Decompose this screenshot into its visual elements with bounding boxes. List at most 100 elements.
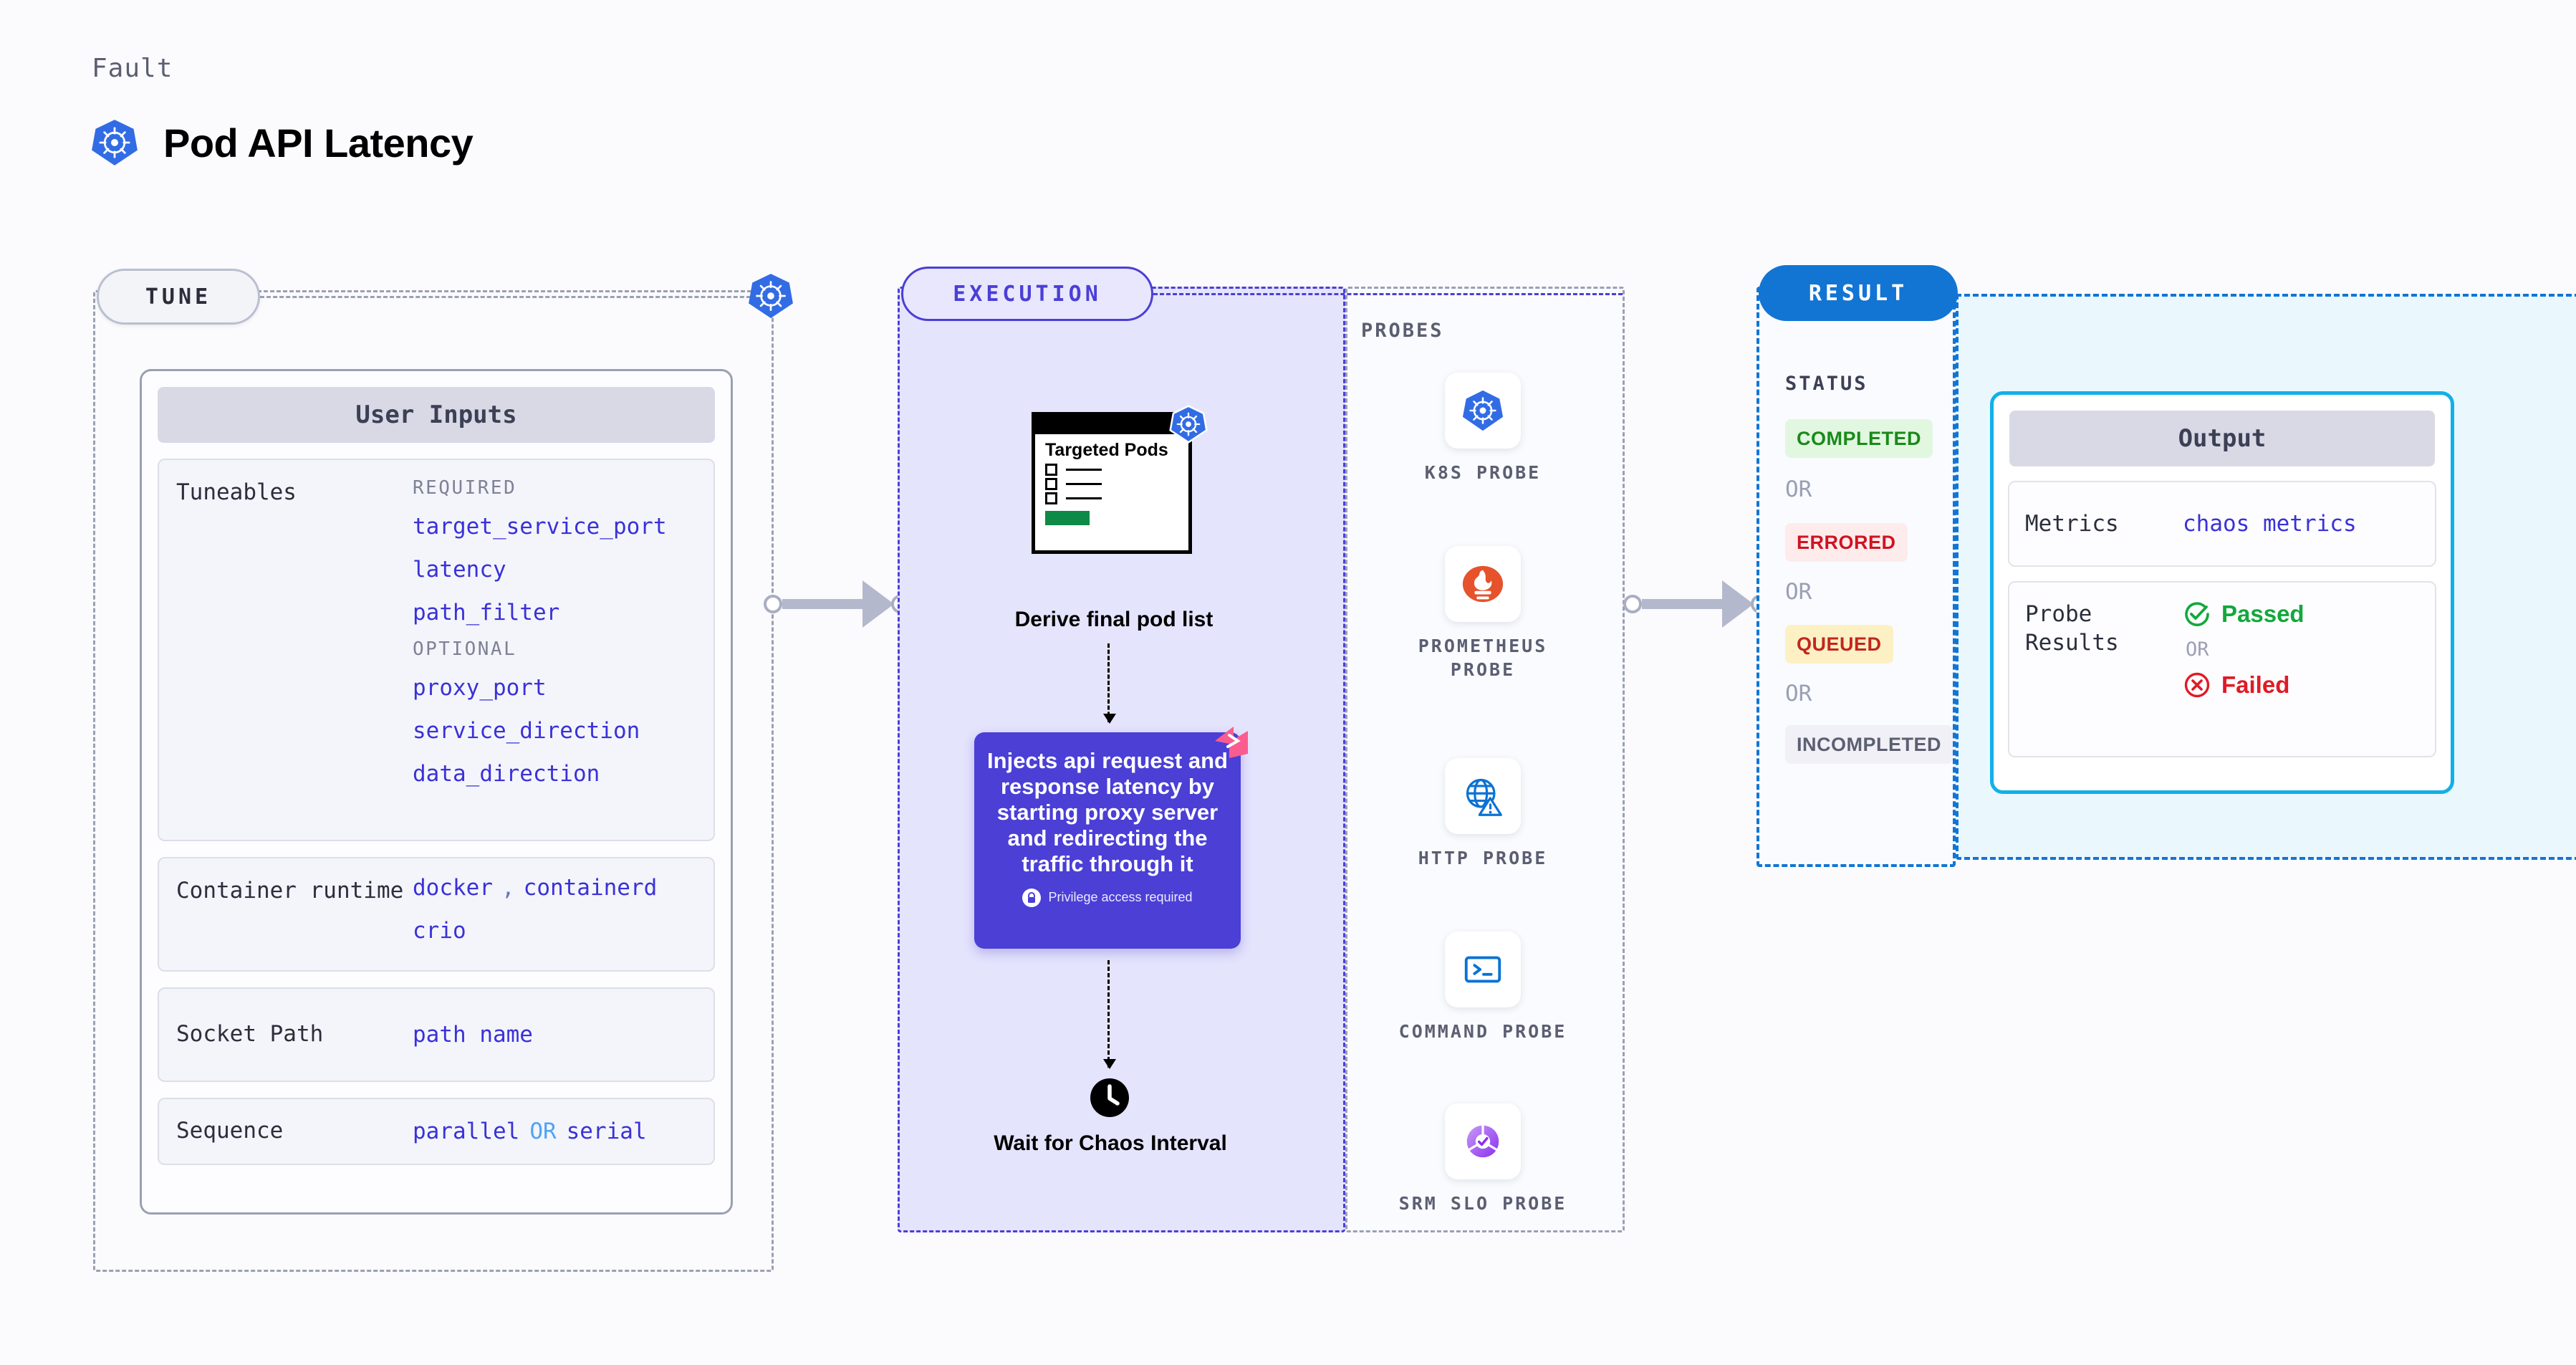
connector-dot <box>1623 595 1642 613</box>
probe-k8s[interactable]: K8S PROBE <box>1383 373 1583 485</box>
probe-results-values: Passed OR Failed <box>2183 600 2305 739</box>
kubernetes-icon <box>1462 390 1504 431</box>
probe-label: SRM SLO PROBE <box>1398 1193 1567 1214</box>
list-item <box>1035 490 1188 504</box>
container-runtime-values: docker , containerd crio <box>413 877 657 952</box>
runtime-docker[interactable]: docker <box>413 875 493 901</box>
probe-results-label: Probe Results <box>2025 601 2119 656</box>
clock-icon <box>1090 1078 1129 1117</box>
connector-arrowhead <box>862 580 894 628</box>
container-runtime-label: Container runtime <box>176 878 404 904</box>
probe-prometheus[interactable]: PROMETHEUS PROBE <box>1383 546 1583 681</box>
checkbox-icon <box>1045 478 1057 490</box>
probe-label: K8S PROBE <box>1424 462 1542 483</box>
lock-icon <box>1022 888 1042 907</box>
connector-execution-to-result <box>1623 580 1769 628</box>
flow-arrow <box>1103 643 1116 724</box>
probe-result-failed: Failed <box>2183 671 2305 699</box>
execution-pill[interactable]: EXECUTION <box>901 267 1153 321</box>
tuneable-service-direction[interactable]: service_direction <box>413 718 640 744</box>
kubernetes-icon <box>92 120 138 166</box>
connector-tune-to-execution <box>764 580 910 628</box>
runtime-crio[interactable]: crio <box>413 918 466 944</box>
list-item <box>1035 461 1188 476</box>
probe-label: HTTP PROBE <box>1418 848 1548 868</box>
tuneables-values: REQUIRED target_service_port latency pat… <box>413 479 667 821</box>
metrics-value[interactable]: chaos metrics <box>2183 511 2357 537</box>
tune-connector-line <box>260 296 770 298</box>
sequence-parallel[interactable]: parallel <box>413 1118 520 1144</box>
sequence-serial[interactable]: serial <box>566 1118 647 1144</box>
required-heading: REQUIRED <box>413 477 517 499</box>
sequence-values: parallel OR serial <box>413 1118 647 1144</box>
tune-pill[interactable]: TUNE <box>97 269 260 325</box>
inject-card-text: Injects api request and response latency… <box>987 748 1228 876</box>
kubernetes-icon <box>1169 405 1208 444</box>
connector-dot <box>764 595 782 613</box>
status-badge-incompleted: INCOMPLETED <box>1785 725 1953 764</box>
http-globe-warning-icon <box>1466 778 1502 816</box>
list-line <box>1066 497 1102 499</box>
probe-tile <box>1445 546 1521 622</box>
connector-bar <box>1642 599 1722 609</box>
page-title-text: Pod API Latency <box>163 120 474 166</box>
metrics-label: Metrics <box>2025 510 2119 537</box>
tuneable-proxy-port[interactable]: proxy_port <box>413 675 547 701</box>
user-inputs-title: User Inputs <box>158 387 715 443</box>
tuneable-target-service-port[interactable]: target_service_port <box>413 514 667 540</box>
probe-results-row: Probe Results Passed OR Failed <box>2008 581 2436 757</box>
tuneables-row: Tuneables REQUIRED target_service_port l… <box>158 459 715 841</box>
output-card: Output Metrics chaos metrics Probe Resul… <box>1990 391 2454 794</box>
list-line <box>1066 483 1102 485</box>
probe-tile <box>1445 1103 1521 1179</box>
sequence-or: OR <box>529 1118 557 1144</box>
derive-pod-list-label: Derive final pod list <box>1014 608 1213 631</box>
status-or: OR <box>1785 681 1812 707</box>
failed-label: Failed <box>2221 671 2290 698</box>
probe-tile <box>1445 373 1521 449</box>
probe-tile <box>1445 931 1521 1007</box>
container-runtime-row: Container runtime docker , containerd cr… <box>158 857 715 972</box>
status-or: OR <box>1785 476 1812 502</box>
tuneable-latency[interactable]: latency <box>413 557 506 583</box>
harness-icon <box>1215 727 1248 758</box>
connector-bar <box>782 599 862 609</box>
socket-path-label: Socket Path <box>176 1021 324 1048</box>
socket-path-row: Socket Path path name <box>158 987 715 1082</box>
probes-title: PROBES <box>1361 320 1444 342</box>
runtime-separator: , <box>501 875 515 901</box>
execution-connector-line <box>1153 293 1623 295</box>
terminal-icon <box>1464 956 1501 983</box>
result-column <box>1756 287 1956 867</box>
output-title: Output <box>2009 411 2435 466</box>
tuneable-data-direction[interactable]: data_direction <box>413 761 600 787</box>
tune-column <box>93 290 774 1272</box>
runtime-containerd[interactable]: containerd <box>523 875 658 901</box>
optional-heading: OPTIONAL <box>413 638 517 660</box>
fault-kicker: Fault <box>92 54 173 83</box>
probe-command[interactable]: COMMAND PROBE <box>1383 931 1583 1044</box>
checkbox-icon <box>1045 492 1057 504</box>
probe-http[interactable]: HTTP PROBE <box>1383 758 1583 871</box>
privilege-note: Privilege access required <box>987 888 1228 907</box>
status-or: OR <box>1785 579 1812 605</box>
targeted-pods-title: Targeted Pods <box>1045 440 1168 460</box>
result-pill[interactable]: RESULT <box>1759 265 1958 321</box>
probe-srm-slo[interactable]: SRM SLO PROBE <box>1383 1103 1583 1216</box>
passed-label: Passed <box>2221 600 2305 627</box>
tuneables-label: Tuneables <box>176 479 297 505</box>
list-line <box>1066 469 1102 471</box>
inject-latency-card: Injects api request and response latency… <box>974 727 1248 949</box>
probe-results-or: OR <box>2186 638 2209 661</box>
probe-tile <box>1445 758 1521 834</box>
targeted-pods-document: Targeted Pods <box>1032 412 1192 554</box>
sequence-row: Sequence parallel OR serial <box>158 1098 715 1165</box>
metrics-row: Metrics chaos metrics <box>2008 481 2436 567</box>
wait-chaos-interval-label: Wait for Chaos Interval <box>994 1131 1227 1155</box>
prometheus-icon <box>1462 565 1504 603</box>
socket-path-value[interactable]: path name <box>413 1021 533 1048</box>
probe-result-passed: Passed <box>2183 600 2305 628</box>
sequence-label: Sequence <box>176 1118 284 1144</box>
tuneable-path-filter[interactable]: path_filter <box>413 600 560 626</box>
probe-label: COMMAND PROBE <box>1398 1021 1567 1042</box>
